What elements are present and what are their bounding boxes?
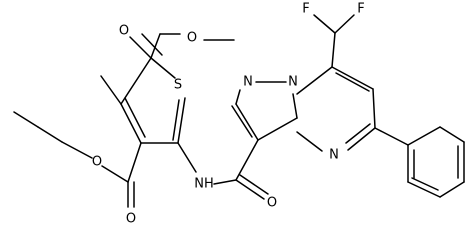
atom-label-pyrimidine-nitrogen: N: [329, 148, 339, 163]
atom-label-ester-oxygen-top: O: [187, 31, 197, 46]
atom-label-pyrazole-nitrogen: N: [243, 75, 253, 90]
atom-label-ester-oxygen-propyl: O: [92, 155, 102, 170]
atom-label-amide-oxygen: O: [267, 196, 277, 211]
atom-label-amide-nh: NH: [194, 177, 214, 192]
atom-label-bridgehead-nitrogen: N: [288, 75, 298, 90]
molecule-structure: O O S O O NH O F F N N N: [13, 2, 465, 227]
atom-label-carbonyl-oxygen-top: O: [119, 24, 129, 39]
atom-labels: O O S O O NH O F F N N N: [92, 2, 365, 227]
atom-label-carbonyl-oxygen-left: O: [126, 212, 136, 227]
atom-label-fluorine-left: F: [302, 2, 309, 17]
bond-lines: [13, 14, 465, 208]
atom-label-thiophene-sulfur: S: [174, 78, 182, 93]
atom-label-fluorine-right: F: [357, 2, 364, 17]
